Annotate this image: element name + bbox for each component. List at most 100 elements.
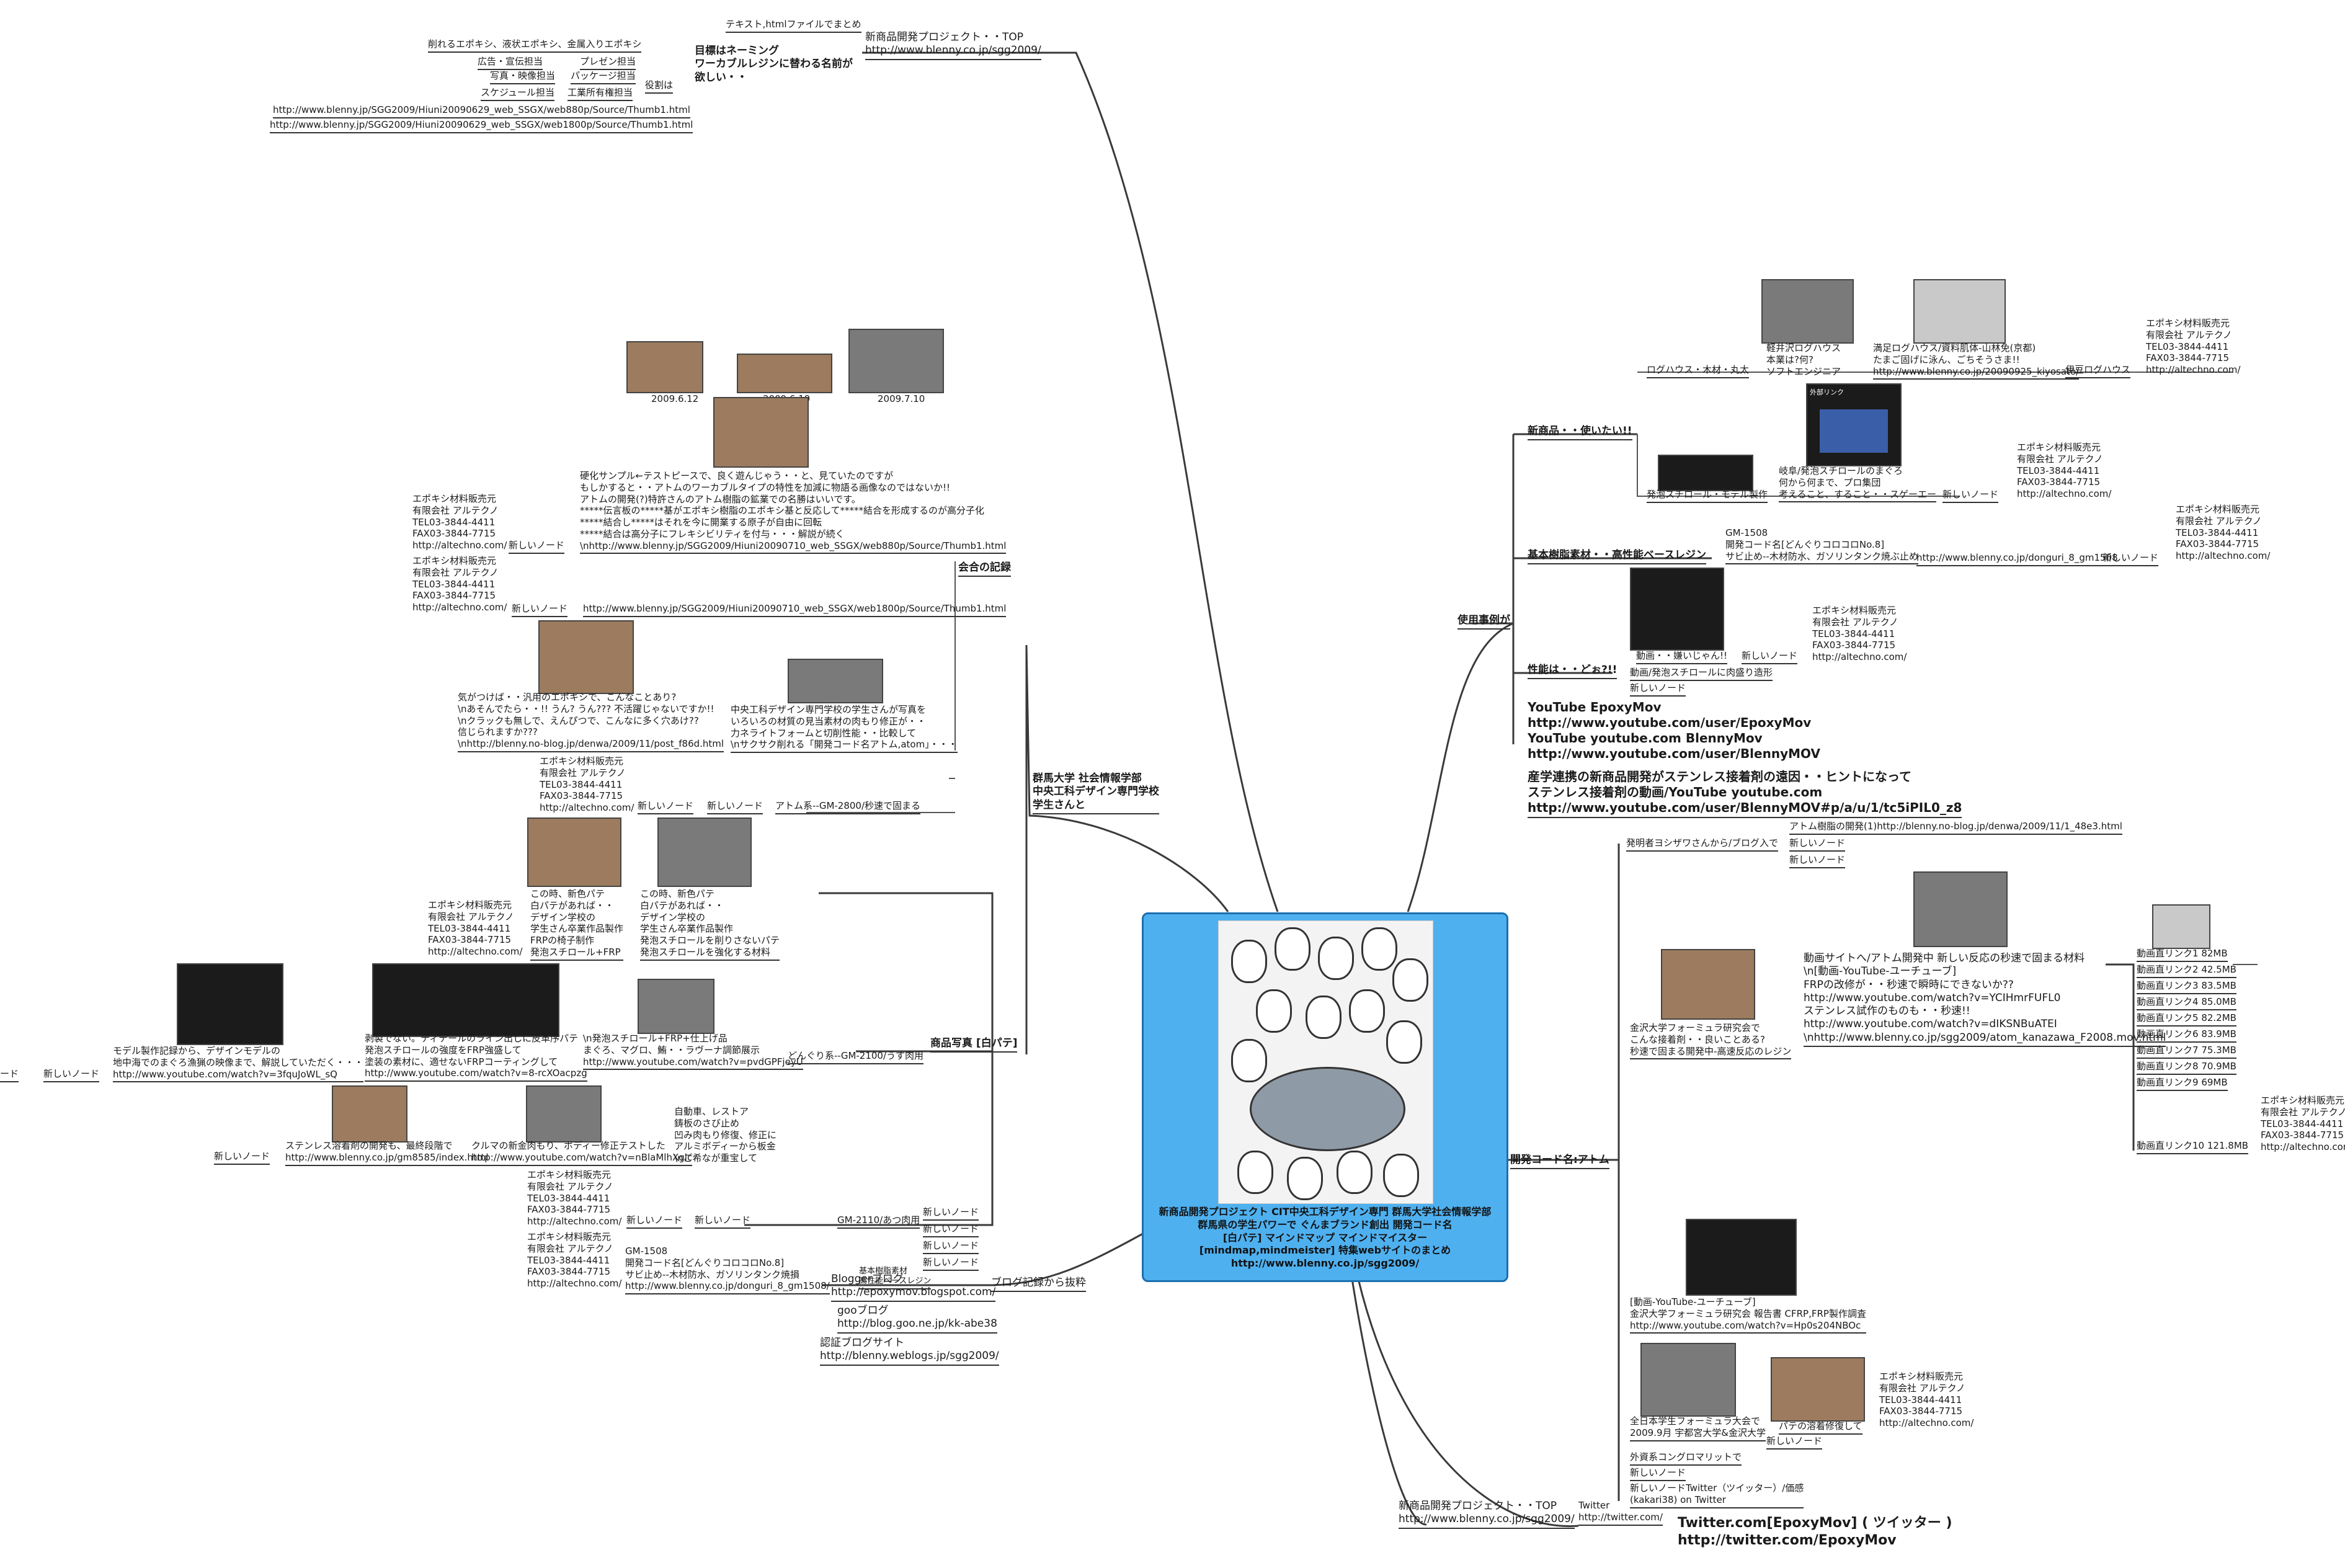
new-product-node[interactable]: 新商品・・使いたい!! [1528, 425, 1632, 441]
links-thumb[interactable] [2152, 904, 2210, 949]
car-photo[interactable] [526, 1085, 602, 1143]
link-6[interactable]: 動画直リンク6 83.9MB [2137, 1028, 2236, 1043]
new-node-6[interactable]: 新しいノード [214, 1151, 270, 1165]
meeting-photo-2[interactable] [737, 354, 832, 393]
student-photo[interactable] [788, 659, 883, 703]
twitter-node[interactable]: Twitter http://twitter.com/ [1578, 1500, 1663, 1526]
perf-styro-node[interactable]: 動画/発泡スチロールに肉盛り造形 [1630, 667, 1773, 681]
base-left-node[interactable]: 基本樹脂素材 高性能ペースレジン [859, 1267, 932, 1290]
performance-node[interactable]: 性能は・・どぉ?!! [1528, 664, 1617, 680]
link-8[interactable]: 動画直リンク8 70.9MB [2137, 1061, 2236, 1075]
link-2[interactable]: 動画直リンク2 42.5MB [2137, 964, 2236, 978]
link-5[interactable]: 動画直リンク5 82.2MB [2137, 1012, 2236, 1027]
finder-node[interactable]: 発明者ヨシザワさんから/ブログ入で [1626, 837, 1779, 852]
new-node-7[interactable]: 新しいノード [626, 1214, 683, 1229]
link-9[interactable]: 動画直リンク9 69MB [2137, 1077, 2228, 1091]
role-epoxy[interactable]: 削れるエポキシ、液状エポキシ、金属入りエポキシ [428, 38, 642, 53]
meeting-photo-1[interactable] [626, 341, 703, 393]
product-photos-node[interactable]: 商品写真 [白パテ] [930, 1037, 1018, 1053]
url-node-1800[interactable]: http://www.blenny.jp/SGG2009/Hiuni200906… [270, 119, 693, 133]
role-label-node[interactable]: 役割は [645, 79, 674, 94]
new-node-9[interactable]: 新しいノード [923, 1206, 979, 1221]
goo-node[interactable]: gooブログ http://blog.goo.ne.jp/kk-abe38 [837, 1304, 997, 1334]
styro-caption[interactable]: 岐阜/発泡スチロールのまぐろ 何から何まで、プロ集団 考えること、すること・・ス… [1779, 465, 1936, 503]
blog-quote-1[interactable]: 気がつけば・・汎用のエポキシで、こんなことあり? \nあそんでたら・・!! うん… [458, 692, 724, 752]
new-node-r5[interactable]: 新しいノード [1789, 837, 1846, 852]
fish-model-photo[interactable] [638, 979, 714, 1034]
meeting-photo-3[interactable] [848, 329, 944, 393]
truncated-node[interactable]: ード [0, 1068, 19, 1082]
atom-2800-node[interactable]: アトム系--GM-2800/秒速で固まる [775, 800, 921, 814]
donguri-url-node[interactable]: http://www.blenny.co.jp/donguri_8_gm1508 [1916, 552, 2118, 566]
blogger-node[interactable]: Bloggerブログ http://epoxymov.blogspot.com/ [831, 1273, 996, 1302]
outside-node[interactable]: 外資系コングロマリットで [1630, 1451, 1742, 1466]
new-node-r6[interactable]: 新しいノード [1789, 854, 1846, 868]
link-1[interactable]: 動画直リンク1 82MB [2137, 948, 2228, 962]
fish-note-2[interactable]: この時、新色パテ 白パテがあれば・・ デザイン学校の 学生さん卒業作品製作 発泡… [640, 888, 780, 961]
izu-node[interactable]: 伊豆ログハウス [2065, 364, 2131, 378]
kanazawa-node[interactable]: 金沢大学フォーミュラ研究会で こんな接着剤・・良いことある? 秒速で固まる開発中… [1630, 1022, 1792, 1060]
text-file-node[interactable]: テキスト,htmlファイルでまとめ [726, 19, 861, 33]
meeting-node[interactable]: 会合の記録 [958, 561, 1011, 577]
gm1508-right-node[interactable]: GM-1508 開発コード名[どんぐりコロコロNo.8] サビ止め--木材防水、… [1725, 527, 1918, 565]
role-package[interactable]: パッケージ担当 [571, 70, 636, 84]
new-node-8[interactable]: 新しいノード [695, 1214, 751, 1229]
repair-node[interactable]: パテの溶着修復して [1779, 1420, 1862, 1435]
car-note[interactable]: クルマの新金肉もり、ボディー修正テストした http://www.youtube… [471, 1140, 693, 1166]
new-node-r7[interactable]: 新しいノード [1766, 1435, 1823, 1450]
new-node-3[interactable]: 新しいノード [638, 800, 694, 814]
new-node-r1[interactable]: 新しいノード [1942, 489, 1999, 503]
stainless-video-node[interactable]: 産学連携の新商品開発がステンレス接着剤の遠因・・ヒントになって ステンレス接着剤… [1528, 769, 1962, 818]
styro-node[interactable]: 発泡スチロール・モデル製作 [1647, 489, 1768, 503]
log-node[interactable]: ログハウス・木材・丸太 [1647, 364, 1750, 378]
new-node-r3[interactable]: 新しいノード [1742, 650, 1798, 664]
blog-from-node[interactable]: ブログ記録から抜粋 [991, 1276, 1086, 1293]
hand-photo[interactable] [538, 620, 634, 694]
raccoon-photo[interactable] [657, 817, 752, 887]
donguri-node[interactable]: どんぐり系--GM-2100/うす肉用 [788, 1050, 924, 1064]
log-house-photo[interactable] [1761, 279, 1854, 344]
external-link-thumb[interactable]: 外部リンク [1806, 383, 1902, 466]
top-project-node[interactable]: 新商品開発プロジェクト・・TOP http://www.blenny.co.jp… [865, 31, 1041, 60]
link-4[interactable]: 動画直リンク4 85.0MB [2137, 996, 2236, 1010]
new-node-10[interactable]: 新しいノード [923, 1223, 979, 1237]
gm2110-node[interactable]: GM-2110/あつ肉用 [837, 1214, 920, 1229]
meeting-photo-4[interactable] [713, 397, 809, 468]
atom-video-node[interactable]: 動画サイトへ/アトム開発中 新しい反応の秒速で固まる材料 \n[動画-YouTu… [1804, 952, 2166, 1047]
link-3[interactable]: 動画直リンク3 83.5MB [2137, 980, 2236, 994]
national-photo[interactable] [1640, 1343, 1736, 1417]
gm1508-left-node[interactable]: GM-1508 開発コード名[どんぐりコロコロNo.8] サビ止め--木材防水、… [625, 1245, 830, 1294]
central-node[interactable]: 新商品開発プロジェクト CIT中央工科デザイン専門 群馬大学社会情報学部 群馬県… [1142, 912, 1508, 1282]
url-node-880[interactable]: http://www.blenny.jp/SGG2009/Hiuni200906… [273, 104, 690, 118]
formula-photo[interactable] [1686, 1219, 1797, 1296]
meeting-text[interactable]: 硬化サンプル←テストピースで、良く遊んじゃう・・と、見ていたのですが もしかする… [580, 470, 1007, 555]
formula-node[interactable]: [動画-YouTube-ユーチューブ] 金沢大学フォーミュラ研究会 報告書 CF… [1630, 1296, 1866, 1334]
youtube-blennymov-node[interactable]: YouTube youtube.com BlennyMov http://www… [1528, 731, 1820, 761]
model-note[interactable]: モデル製作記録から、デザインモデルの 地中海でのまぐろ漁猟の映像まで、解説してい… [113, 1045, 363, 1083]
tuna-note[interactable]: 剥製でない。ティテールのライン出しに皮革序パテ 発泡スチロールの強度をFRP強盛… [365, 1033, 587, 1082]
goal-node[interactable]: 目標はネーミング ワーカブルレジンに替わる名前が 欲しい・・ [695, 45, 853, 84]
new-node-12[interactable]: 新しいノード [923, 1257, 979, 1271]
blog-quote-2[interactable]: 中央工科デザイン専門学校の学生さんが写真を いろいろの材質の見当素材の肉もり修正… [731, 704, 958, 753]
role-photo[interactable]: 写真・映像担当 [490, 70, 556, 84]
tuna-photo[interactable] [372, 963, 559, 1037]
new-node-1[interactable]: 新しいノード [509, 540, 565, 554]
twitter-epoxymov-node[interactable]: Twitter.com[EpoxyMov] ( ツイッター ) http://t… [1678, 1515, 1952, 1548]
gunma-node[interactable]: 群馬大学 社会情報学部 中央工科デザイン専門学校 学生さんと [1033, 772, 1159, 814]
new-node-11[interactable]: 新しいノード [923, 1240, 979, 1254]
stainless-note[interactable]: ステンレス溶着剤の開発も、最終段階で http://www.blenny.co.… [285, 1140, 489, 1166]
link-7[interactable]: 動画直リンク7 75.3MB [2137, 1045, 2236, 1059]
url-node-1800b[interactable]: http://www.blenny.jp/SGG2009/Hiuni200907… [583, 603, 1007, 617]
new-node-r8[interactable]: 新しいノード [1630, 1467, 1686, 1481]
role-ip[interactable]: 工業所有権担当 [567, 87, 633, 101]
role-ad[interactable]: 広告・宣伝担当 [478, 56, 543, 70]
twitter-small-node[interactable]: 新しいノードTwitter（ツイッター）/価感 (kakari38) on Tw… [1630, 1482, 1804, 1508]
usage-node[interactable]: 使用事例が [1457, 614, 1510, 630]
new-node-r2[interactable]: 新しいノード [2102, 552, 2159, 566]
atom-dev-node[interactable]: アトム樹脂の開発(1)http://blenny.no-blog.jp/denw… [1789, 821, 2122, 835]
link-10[interactable]: 動画直リンク10 121.8MB [2137, 1140, 2249, 1154]
atom-video-photo[interactable] [1913, 871, 2008, 947]
model2-note[interactable]: \n発泡スチロール+FRP+仕上げ品 まぐろ、マグロ、鮪・・ラヴーナ調節展示 h… [583, 1033, 803, 1071]
atom-node[interactable]: 開発コード名:アトム [1510, 1154, 1609, 1170]
log-caption-2[interactable]: 満足ログハウス/資料肌体-山林免(京都) たまご固げに泳ん、ごちそうさま!! h… [1873, 342, 2080, 380]
